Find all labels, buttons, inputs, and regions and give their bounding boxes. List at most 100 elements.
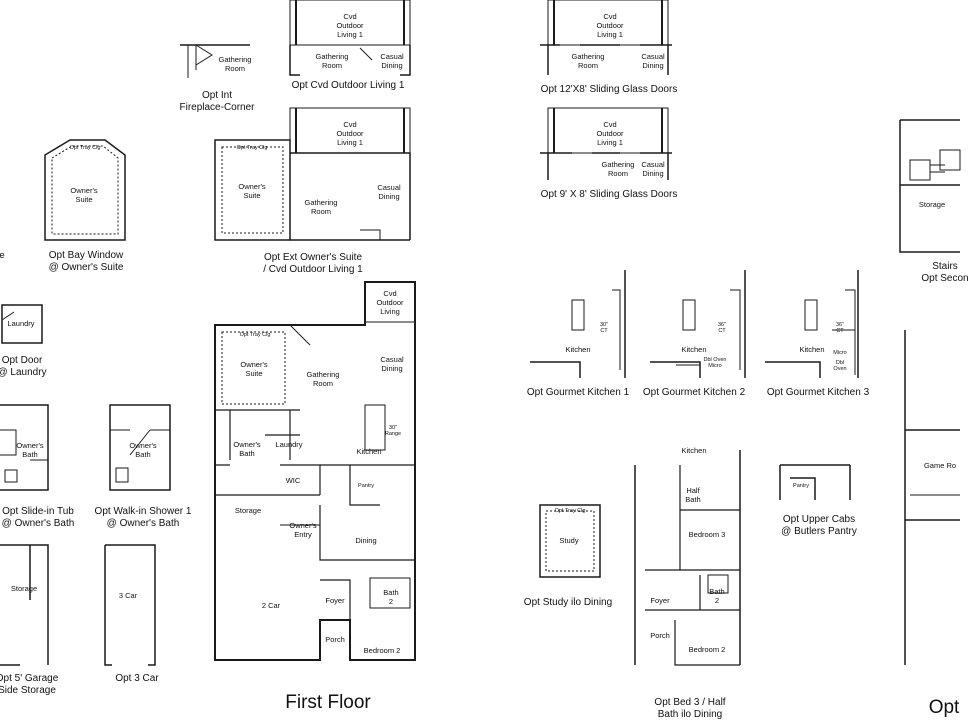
ff-outdoor-label: Cvd Outdoor Living xyxy=(376,289,404,316)
ff-pantry-label: Pantry xyxy=(358,483,374,489)
upper-cabs-plan xyxy=(779,464,851,500)
ext-dining-label: Casual Dining xyxy=(377,183,401,201)
ext-owners-suite-plan xyxy=(214,107,411,241)
edge-fragment-label: e xyxy=(0,250,5,261)
gk3-oven-label: Dbl Oven xyxy=(833,360,847,372)
laundry-door-room-label: Laundry xyxy=(7,319,35,328)
stairs-caption: Stairs Opt Secon xyxy=(921,261,969,284)
bed3-halfbath-label: Half Bath xyxy=(685,486,701,504)
gk2-ct-label: 36" CT xyxy=(717,322,727,334)
bay-tray-label: Opt Tray Clg xyxy=(69,145,101,151)
ff-owners-suite-label: Owner's Suite xyxy=(240,360,268,378)
walk-in-shower-plan xyxy=(109,404,171,491)
cvd-outdoor-caption: Opt Cvd Outdoor Living 1 xyxy=(291,80,405,91)
slide9-outdoor-label: Cvd Outdoor Living 1 xyxy=(596,120,624,147)
laundry-door-plan xyxy=(1,304,43,344)
gk2-oven-label: Dbl Oven Micro xyxy=(703,357,727,369)
ext-gathering-label: Gathering Room xyxy=(304,198,338,216)
sliding-doors-12x8-plan xyxy=(540,0,672,75)
first-floor-plan xyxy=(214,281,416,661)
gk2-kitchen-label: Kitchen xyxy=(681,345,707,354)
cvd-outdoor-living-plan xyxy=(289,0,411,76)
bay-window-plan xyxy=(44,139,126,241)
gk3-kitchen-label: Kitchen xyxy=(799,345,825,354)
game-room-label: Game Ro xyxy=(923,461,957,470)
three-car-caption: Opt 3 Car xyxy=(115,673,159,684)
ff-tray-label: Opt Tray Clg xyxy=(239,332,271,338)
bed3-bath2-label: Bath 2 xyxy=(709,587,725,605)
bed3-porch-label: Porch xyxy=(650,631,670,640)
gk1-ct-label: 30" CT xyxy=(599,322,609,334)
slide9-caption: Opt 9' X 8' Sliding Glass Doors xyxy=(540,189,678,200)
slide12-dining-label: Casual Dining xyxy=(641,52,665,70)
ff-owners-entry-label: Owner's Entry xyxy=(289,521,317,539)
gourmet-2-caption: Opt Gourmet Kitchen 2 xyxy=(642,387,746,398)
game-room-plan xyxy=(904,330,960,665)
gourmet-kitchen-1-plan xyxy=(530,270,626,378)
ff-gathering-label: Gathering Room xyxy=(306,370,340,388)
three-car-label: 3 Car xyxy=(118,591,138,600)
ff-storage-label: Storage xyxy=(234,506,262,515)
study-tray-label: Opt Tray Clg xyxy=(554,508,586,514)
shower-bath-label: Owner's Bath xyxy=(129,441,157,459)
slide12-outdoor-label: Cvd Outdoor Living 1 xyxy=(596,12,624,39)
ext-owners-caption: Opt Ext Owner's Suite / Cvd Outdoor Livi… xyxy=(263,252,363,275)
bed3-half-bath-plan xyxy=(634,450,741,666)
upper-cabs-pantry-label: Pantry xyxy=(793,483,809,489)
ext-outdoor-label: Cvd Outdoor Living 1 xyxy=(336,120,364,147)
stairs-storage-label: Storage xyxy=(918,200,946,209)
walk-in-shower-caption: Opt Walk-in Shower 1 @ Owner's Bath xyxy=(94,506,192,529)
study-room-label: Study xyxy=(559,536,579,545)
ff-range-label: 30" Range xyxy=(384,425,402,437)
slide9-gathering-label: Gathering Room xyxy=(601,160,635,178)
first-floor-title: First Floor xyxy=(285,692,371,713)
gourmet-kitchen-2-plan xyxy=(650,270,746,378)
sliding-doors-9x8-plan xyxy=(540,107,672,180)
ff-casual-dining-label: Casual Dining xyxy=(380,355,404,373)
bed3-kitchen-label: Kitchen xyxy=(681,446,707,455)
laundry-door-caption: Opt Door @ Laundry xyxy=(0,355,47,378)
cvd-dining-label: Casual Dining xyxy=(380,52,404,70)
slide9-dining-label: Casual Dining xyxy=(641,160,665,178)
bay-window-caption: Opt Bay Window @ Owner's Suite xyxy=(48,250,124,273)
cvd-outdoor-label: Cvd Outdoor Living 1 xyxy=(336,12,364,39)
slide12-gathering-label: Gathering Room xyxy=(571,52,605,70)
fireplace-corner-caption: Opt Int Fireplace-Corner xyxy=(179,90,255,113)
garage-storage-caption: Opt 5' Garage Side Storage xyxy=(0,673,59,696)
gk3-micro-label: Micro xyxy=(833,350,847,356)
bed3-caption: Opt Bed 3 / Half Bath ilo Dining xyxy=(654,697,726,720)
ff-wic-label: WIC xyxy=(285,476,301,485)
ff-garage-label: 2 Car xyxy=(261,601,281,610)
tub-bath-label: Owner's Bath xyxy=(16,441,44,459)
study-caption: Opt Study ilo Dining xyxy=(523,597,613,608)
bed3-foyer-label: Foyer xyxy=(650,596,670,605)
ff-dining-label: Dining xyxy=(355,536,377,545)
gk3-ct-label: 36" CT xyxy=(835,322,845,334)
gourmet-3-caption: Opt Gourmet Kitchen 3 xyxy=(766,387,870,398)
fireplace-corner-plan xyxy=(180,44,250,78)
gourmet-1-caption: Opt Gourmet Kitchen 1 xyxy=(526,387,630,398)
three-car-plan xyxy=(104,544,156,666)
ff-kitchen-label: Kitchen xyxy=(356,447,382,456)
cvd-gathering-label: Gathering Room xyxy=(315,52,349,70)
slide-in-tub-caption: Opt Slide-in Tub @ Owner's Bath xyxy=(1,506,75,529)
bay-suite-label: Owner's Suite xyxy=(70,186,98,204)
study-plan xyxy=(539,504,601,578)
game-room-caption: Opt xyxy=(928,697,960,718)
ff-owners-bath-label: Owner's Bath xyxy=(233,440,261,458)
slide12-caption: Opt 12'X8' Sliding Glass Doors xyxy=(540,84,678,95)
ff-porch-label: Porch xyxy=(325,635,345,644)
ff-foyer-label: Foyer xyxy=(325,596,345,605)
ff-laundry-label: Laundry xyxy=(275,440,303,449)
ff-bath2-label: Bath 2 xyxy=(383,588,399,606)
upper-cabs-caption: Opt Upper Cabs @ Butlers Pantry xyxy=(781,514,857,537)
bed3-bedroom3-label: Bedroom 3 xyxy=(688,530,726,539)
gourmet-kitchen-3-plan xyxy=(765,270,859,378)
garage-storage-plan xyxy=(0,544,49,666)
bed3-bedroom2-label: Bedroom 2 xyxy=(688,645,726,654)
ff-bedroom2-label: Bedroom 2 xyxy=(363,646,401,655)
ext-suite-label: Owner's Suite xyxy=(238,182,266,200)
garage-storage-label: Storage xyxy=(10,584,38,593)
stairs-plan xyxy=(899,119,961,253)
